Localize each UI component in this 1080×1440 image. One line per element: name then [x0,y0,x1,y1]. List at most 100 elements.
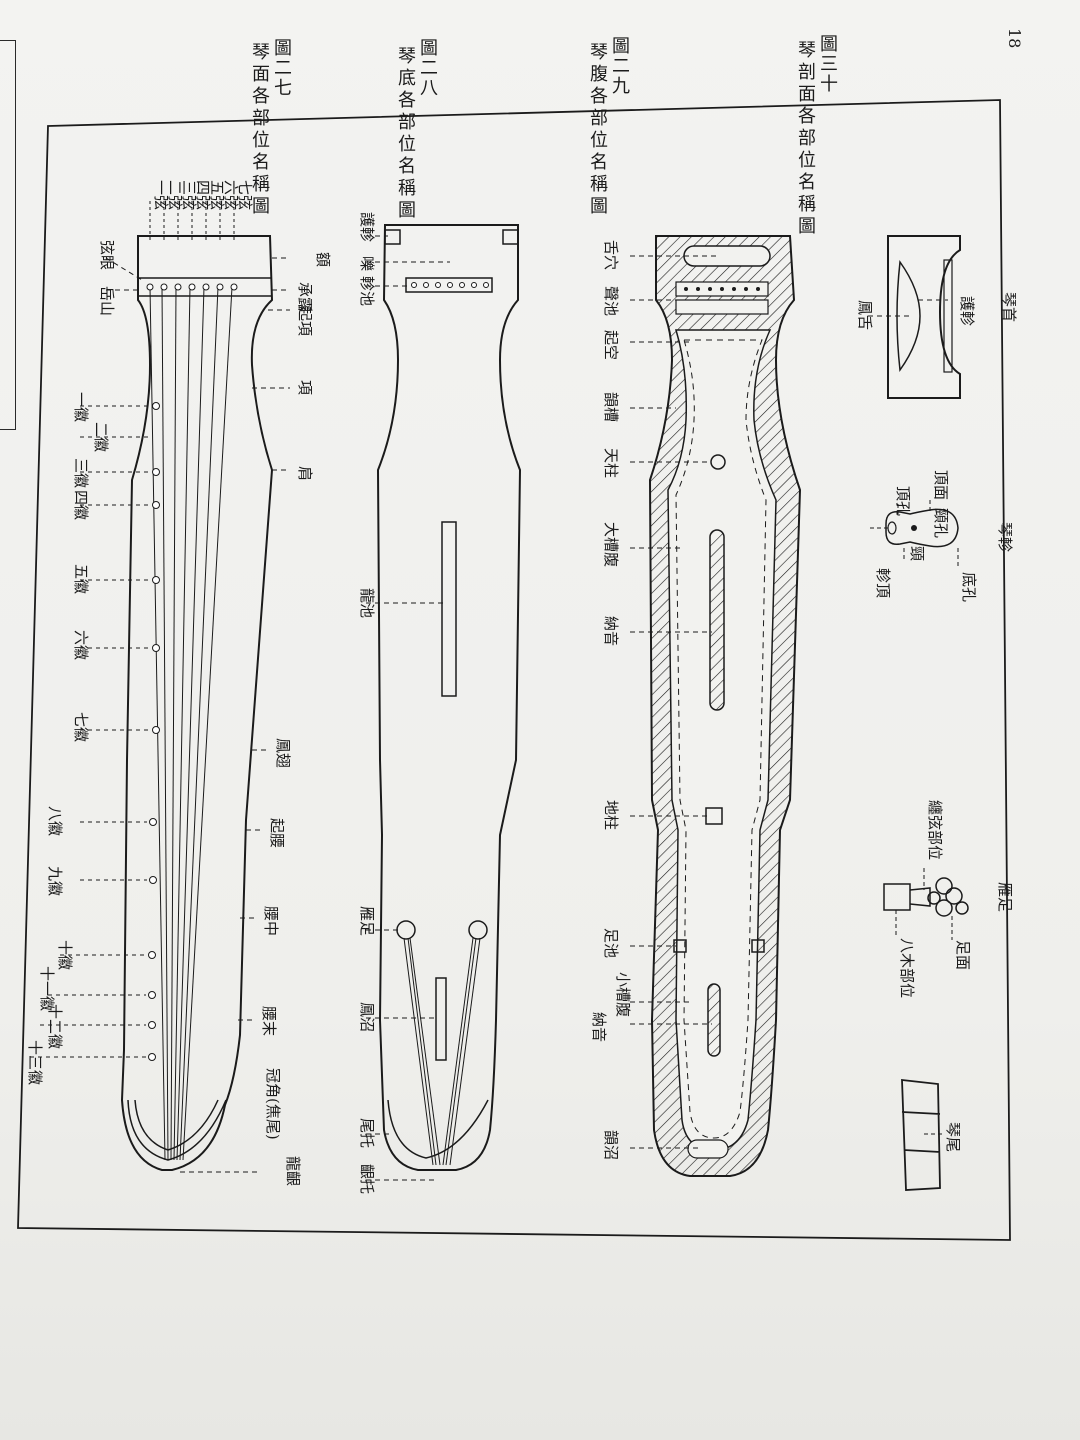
label-ding-kong: 頂孔 [894,486,912,516]
label-yao-mo: 腰末 [260,1006,278,1036]
hui-marker-4 [152,501,160,509]
top-view-labels: 一弦 二弦 三弦 四弦 五弦 六弦 七弦 弦眼 岳山 額 承露 起項 項 肩 鳳… [26,180,332,1186]
top-part-leaders [105,257,290,1173]
qin-top-view [30,200,290,1173]
figure-30-title: 琴剖面各部位名稱圖 [795,40,816,238]
sheng-chi-strip-2 [675,299,769,315]
yan-zu-stem [909,887,931,907]
zhen-chi-holes [411,282,489,288]
label-qi-kong: 起空 [602,330,620,360]
label-di-zhu: 地柱 [602,800,620,830]
label-hui-13: 十三徽 [26,1040,44,1085]
label-ding-mian: 頂面 [932,470,950,500]
label-na-yin-2: 納音 [590,1012,608,1042]
qin-wei-shape [901,1078,941,1191]
string-5 [176,286,205,1161]
zhen-chi-rect [405,277,493,293]
label-bottom-hu-zhen: 護軫 [358,212,376,242]
string-6 [179,286,219,1161]
hui-marker-7 [152,726,160,734]
label-di-kong: 底孔 [960,572,978,602]
jing-kong-dot [911,525,917,531]
label-qi-xiang: 起項 [296,306,314,336]
label-hui-10: 十徽 [56,940,74,970]
hui-marker-5 [152,576,160,584]
label-qin-zhen: 琴軫 [996,522,1014,552]
bottom-strings [403,937,481,1166]
string-1 [149,286,166,1161]
strings [149,286,233,1161]
label-long-yin: 龍齦 [284,1156,302,1186]
cavity-view-labels: 舌穴 聲池 起空 韻槽 天柱 大槽腹 納音 地柱 足池 小槽腹 納音 韻沼 [590,240,632,1160]
label-string-5: 五弦 [208,180,226,210]
margin-note-box [0,40,16,430]
label-string-4: 四弦 [194,180,212,210]
detail-qin-zhen [870,500,959,568]
figure-29-number: 圖二九 [609,36,630,96]
label-hui-7: 七徽 [72,712,90,742]
hui-marker-6 [152,644,160,652]
zu-chi-left [673,939,687,953]
cavity-inner [667,329,777,1151]
label-string-7: 七弦 [236,180,254,210]
yan-zu-right [468,920,488,940]
string-4 [173,286,191,1161]
label-xiao-cao-fu: 小槽腹 [614,972,632,1017]
hui-marker-13 [148,1053,156,1061]
label-jing-kong: 頸孔 [932,508,950,538]
label-hui-1: 一徽 [72,392,90,422]
label-hui-11: 十一徽 [38,966,56,1011]
label-bottom-zhen-chi: 軫池 [358,276,376,306]
label-feng-chi: 鳳翅 [274,738,292,768]
label-wei-tuo: 尾托 [358,1118,376,1148]
label-qi-yao: 起腰 [268,818,286,848]
na-yin-slot-2 [707,983,721,1057]
feng-zhao-rect [435,977,447,1061]
detail-labels: 琴首 鳳舌 護軫 頂孔 軫頂 頂面 頸孔 頸 底孔 琴軫 八木部位 纏弦部位 足… [856,292,1018,1152]
string-3 [170,286,177,1161]
yan-zu-flower [927,877,969,917]
string-7 [182,286,233,1161]
label-zu-mian: 足面 [954,940,972,970]
label-cheng-lu: 承露 [296,282,314,312]
label-tian-zhu: 天柱 [602,448,620,478]
label-na-yin: 納音 [602,616,620,646]
top-view-outline [120,235,274,1171]
hu-zhen-left [384,229,401,245]
label-hui-6: 六徽 [72,630,90,660]
label-hui-12: 十二徽 [46,1004,64,1049]
detail-qin-wei [901,1078,944,1191]
figure-frame [17,99,1011,1241]
label-long-chi: 龍池 [358,588,376,618]
label-yun-cao: 韻槽 [602,392,620,422]
label-hui-8: 八徽 [46,806,64,836]
string-leaders [149,200,235,240]
tian-zhu-circle [710,454,726,470]
label-qin-wei: 琴尾 [944,1122,962,1152]
figure-27-number: 圖二七 [271,38,292,98]
bottom-leaders [366,235,450,1181]
label-hui-4: 四徽 [72,490,90,520]
hui-marker-3 [152,468,160,476]
hui-marker-1 [152,402,160,410]
label-yin-tuo: 齦托 [358,1164,376,1194]
bottom-tail-bowl [387,1099,489,1159]
ba-mu-block [883,883,911,911]
label-guan-jiao: 冠角(焦尾) [264,1068,282,1140]
figure-27-title: 琴面各部位名稱圖 [249,42,270,218]
label-yan-zu: 雁足 [358,906,376,936]
qin-bottom-view [366,224,522,1181]
hui-marker-11 [148,991,156,999]
label-she-xue: 舌穴 [602,240,620,270]
label-yao-zhong: 腰中 [262,906,280,936]
long-chi-rect [441,521,457,697]
label-string-2: 二弦 [166,180,184,210]
hu-zhen-bar [943,259,953,373]
qin-cavity-view [630,235,802,1177]
cavity-dashed [675,339,767,1139]
label-hui-9: 九徽 [46,866,64,896]
label-zu-chi: 足池 [602,928,620,958]
